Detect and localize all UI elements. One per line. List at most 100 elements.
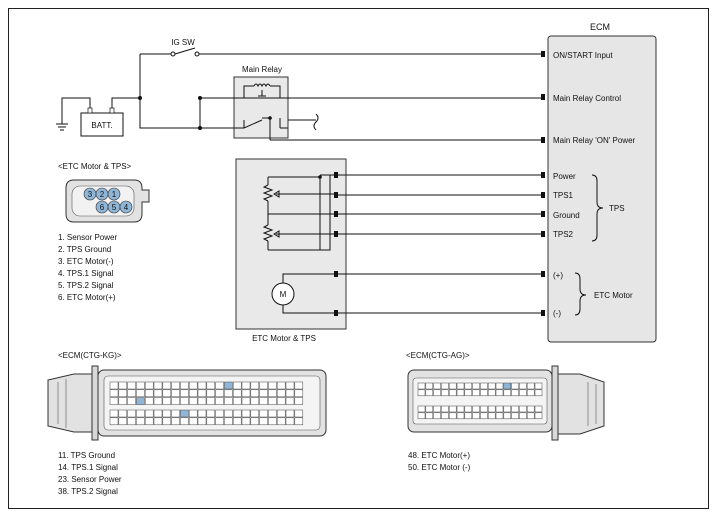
connector-pin-cell [118,389,128,398]
connector-pin-cell [153,417,163,426]
ecm-pin-main-relay-control: Main Relay Control [553,94,621,103]
connector-pin-cell [472,382,480,390]
connector-pin-cell [171,381,180,390]
connector-pin-cell [441,382,449,390]
ig-sw-label: IG SW [171,38,195,47]
connector-pin-cell [503,405,512,413]
connector-pin-cell [118,417,128,426]
connector-pin-cell [180,389,189,398]
connector-pin-cell [153,381,163,390]
connector-pin-cell [495,389,504,397]
ag-connector [407,365,605,441]
connector-pin-cell [197,381,207,390]
connector-pin-cell [433,405,441,413]
connector-pin-cell [276,397,286,405]
connector-pin-cell [232,389,242,398]
connector-pin-cell [526,382,535,390]
ecm-title: ECM [590,22,610,32]
connector-pin-cell [480,389,488,397]
connector-pin-cell [215,409,224,418]
connector-pin-cell [153,409,163,418]
connector-pin-cell [276,381,286,390]
svg-text:11. TPS Ground: 11. TPS Ground [58,451,115,460]
connector-pin-cell [188,397,198,405]
connector-pin-cell [503,382,512,390]
connector-pin-cell [215,417,224,426]
connector-pin-cell [259,409,268,418]
connector-pin-cell [109,389,119,398]
connector-pin-cell [180,409,189,418]
connector-pin-cell [215,389,224,398]
connector-pin-cell [162,389,172,398]
tps-pin-4 [119,200,133,214]
connector-pin-cell [188,409,198,418]
connector-pin-cell [188,417,198,426]
ig-switch [170,47,200,57]
connector-pin-cell [162,397,172,405]
connector-pin-cell [259,381,268,390]
svg-text:50. ETC Motor (-): 50. ETC Motor (-) [408,463,471,472]
connector-pin-cell [197,397,207,405]
connector-pin-cell [136,397,145,405]
connector-pin-cell [250,409,260,418]
connector-pin-cell [224,389,233,398]
svg-text:6: 6 [100,203,105,212]
connector-pin-cell [487,412,496,420]
ecm-pin-ground: Ground [553,211,580,220]
connector-pin-cell [136,417,145,426]
connector-pin-cell [232,409,242,418]
connector-pin-cell [127,409,136,418]
kg-connector [47,365,327,441]
connector-pin-cell [206,409,216,418]
connector-pin-cell [109,417,119,426]
connector-pin-cell [511,405,519,413]
tps-pin-1 [107,187,121,201]
connector-pin-cell [268,389,277,398]
connector-pin-cell [232,381,242,390]
connector-pin-cell [464,389,473,397]
svg-text:1. Sensor Power: 1. Sensor Power [58,233,117,242]
connector-pin-cell [215,397,224,405]
connector-pin-cell [276,417,286,426]
connector-pin-cell [206,397,216,405]
kg-connector-legend: 11. TPS Ground 14. TPS.1 Signal 23. Sens… [58,451,122,496]
connector-pin-cell [109,409,119,418]
connector-pin-cell [285,397,295,405]
svg-text:14. TPS.1 Signal: 14. TPS.1 Signal [58,463,118,472]
connector-pin-cell [171,397,180,405]
svg-text:4: 4 [124,203,129,212]
connector-pin-cell [285,417,295,426]
connector-pin-cell [519,405,527,413]
connector-pin-cell [224,409,233,418]
connector-pin-cell [534,412,543,420]
connector-pin-cell [294,409,304,418]
battery-label: BATT. [91,121,112,130]
connector-pin-cell [294,389,304,398]
ag-connector-legend: 48. ETC Motor(+) 50. ETC Motor (-) [408,451,471,472]
kg-connector-title: <ECM(CTG-KG)> [58,351,122,360]
connector-pin-cell [487,382,496,390]
connector-pin-cell [215,381,224,390]
connector-pin-cell [425,389,434,397]
connector-pin-cell [206,389,216,398]
connector-pin-cell [268,409,277,418]
connector-pin-cell [276,389,286,398]
motor-symbol: M [280,290,287,299]
svg-text:3: 3 [88,190,93,199]
ecm-pin-motor-plus: (+) [553,271,563,280]
connector-pin-cell [232,417,242,426]
connector-pin-cell [519,412,527,420]
ecm-pin-labels: ON/START Input Main Relay Control Main R… [553,51,636,318]
connector-pin-cell [534,382,543,390]
connector-pin-cell [433,412,441,420]
connector-pin-cell [433,382,441,390]
connector-pin-cell [464,412,473,420]
connector-pin-cell [268,381,277,390]
tps-connector: 3 2 1 6 5 4 [65,179,150,223]
ecm-pin-on-start-input: ON/START Input [553,51,613,60]
connector-pin-cell [511,382,519,390]
connector-pin-cell [136,409,145,418]
etc-motor-group-label: ETC Motor [594,291,633,300]
connector-pin-cell [448,405,457,413]
